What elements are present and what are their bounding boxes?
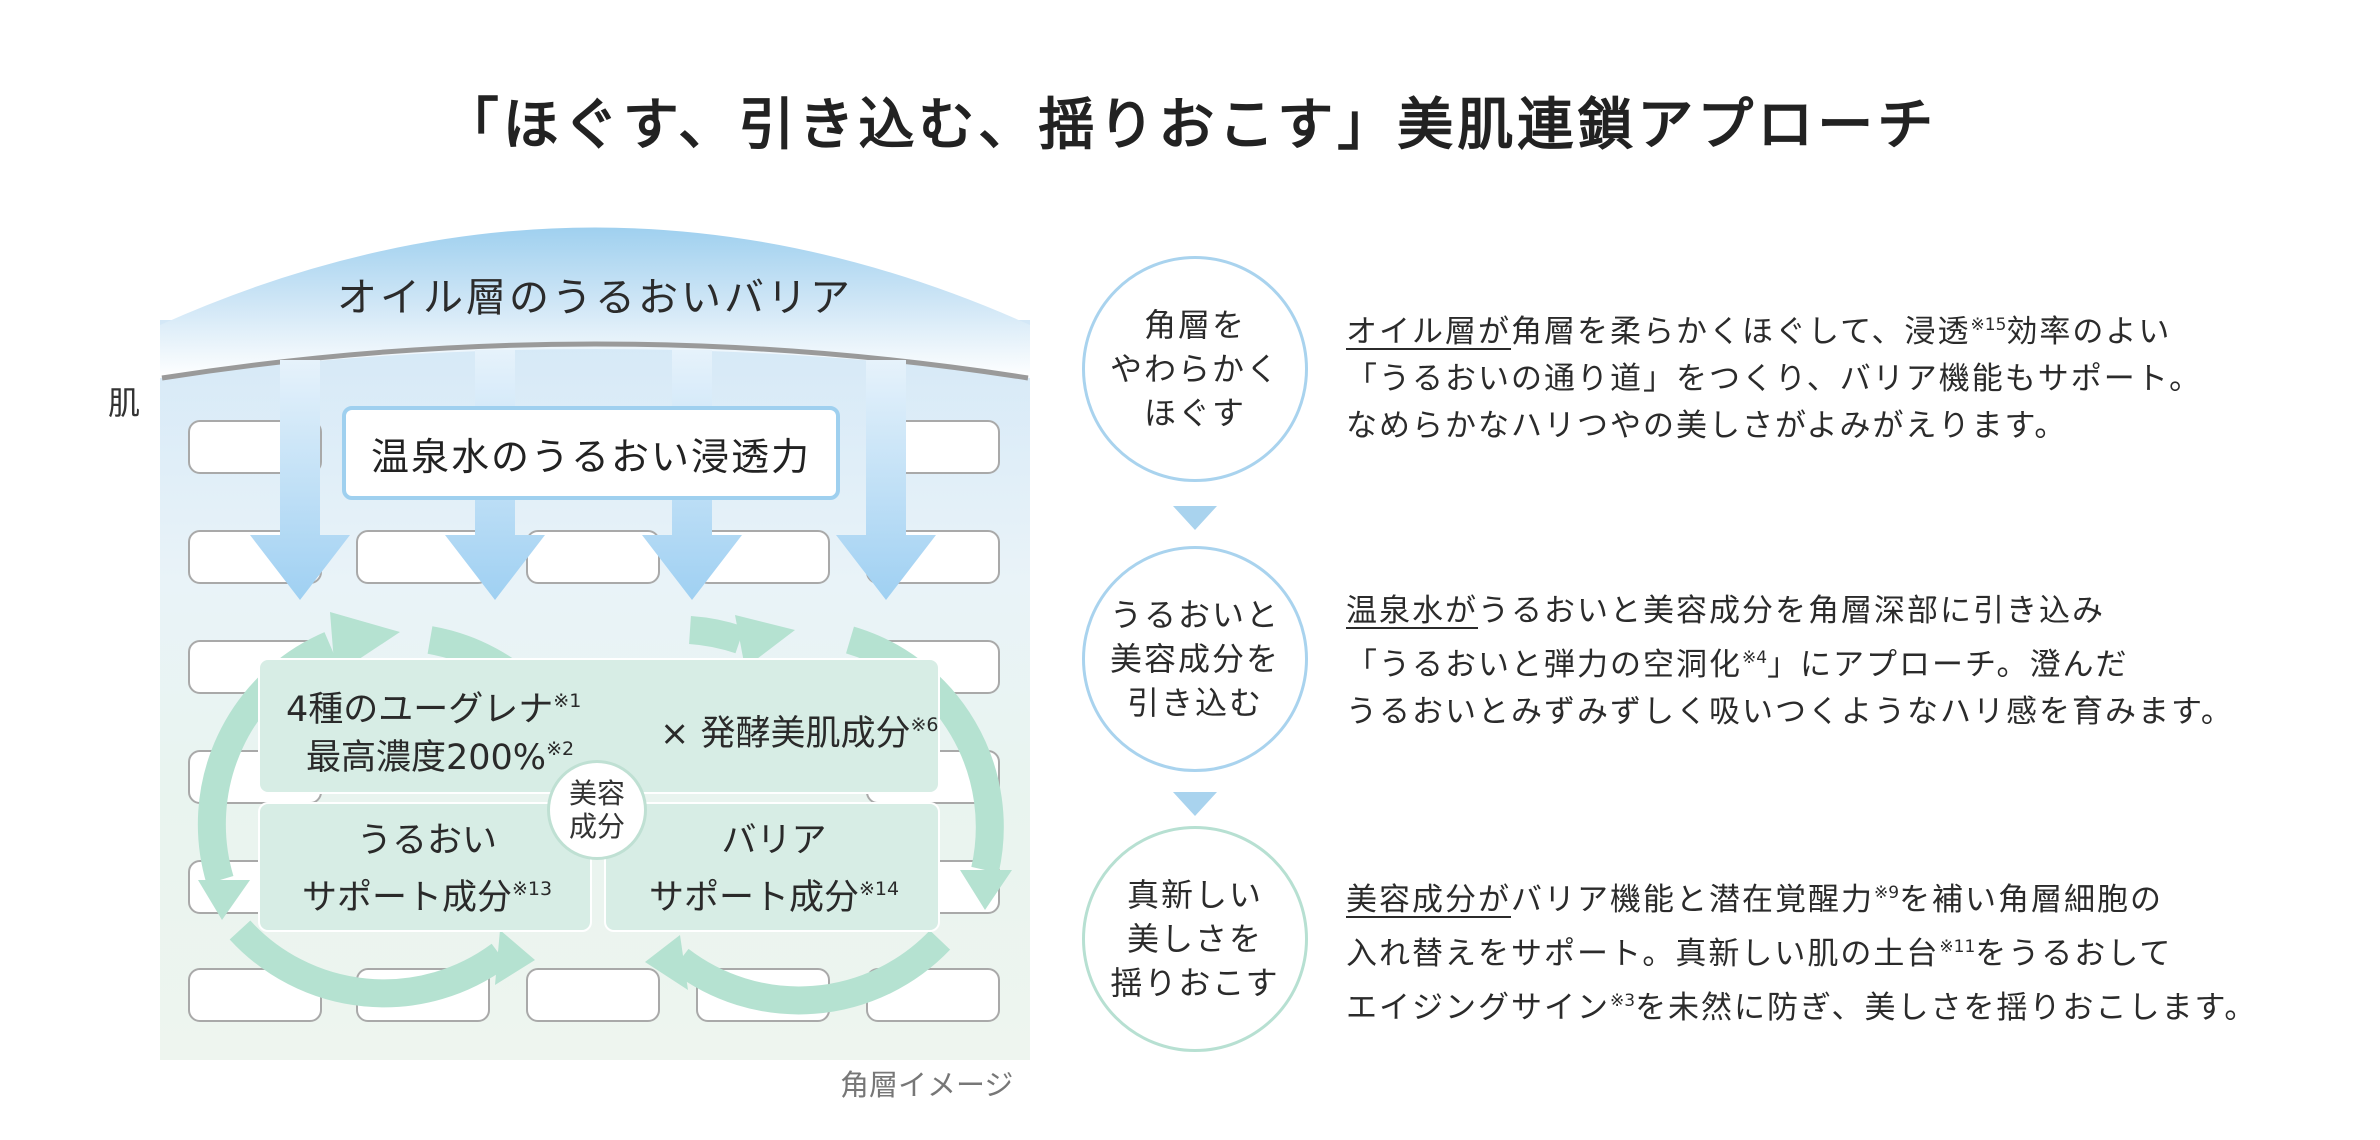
oil-barrier-label: オイル層のうるおいバリア: [337, 275, 853, 321]
skin-label: 肌: [108, 384, 141, 422]
cell: [526, 968, 660, 1022]
step3-description: 美容成分がバリア機能と潜在覚醒力※9を補い角層細胞の 入れ替えをサポート。真新し…: [1346, 882, 2258, 1026]
moisture-line2: サポート成分※13: [301, 878, 553, 918]
down-triangle-icon: [1173, 506, 1217, 530]
step-circle-awaken: 真新しい美しさを揺りおこす: [1082, 826, 1308, 1052]
cell: [356, 530, 490, 584]
onsen-water-box: 温泉水のうるおい浸透力: [342, 406, 840, 500]
down-triangle-icon: [1173, 792, 1217, 816]
barrier-line2: サポート成分※14: [648, 878, 900, 918]
euglena-line1: 4種のユーグレナ※1: [286, 690, 582, 730]
cell: [866, 420, 1000, 474]
cell: [866, 530, 1000, 584]
moisture-support-box: うるおい サポート成分※13: [258, 802, 592, 932]
cell: [526, 530, 660, 584]
cell: [188, 420, 322, 474]
page-title: 「ほぐす、引き込む、揺りおこす」美肌連鎖アプローチ: [442, 93, 1938, 158]
euglena-line2: 最高濃度200%※2: [306, 738, 575, 778]
skin-layer-diagram: [160, 210, 1030, 1060]
barrier-support-box: バリア サポート成分※14: [604, 802, 940, 932]
cell: [696, 530, 830, 584]
ferment-label: × 発酵美肌成分※6: [660, 714, 939, 754]
step2-description: 温泉水がうるおいと美容成分を角層深部に引き込み 「うるおいと弾力の空洞化※4」に…: [1346, 593, 2234, 730]
step-circle-draw-in: うるおいと美容成分を引き込む: [1082, 546, 1308, 772]
cell: [188, 530, 322, 584]
cell: [188, 968, 322, 1022]
cell: [866, 968, 1000, 1022]
barrier-line1: バリア: [721, 821, 827, 861]
cell: [696, 968, 830, 1022]
moisture-line1: うるおい: [356, 821, 497, 861]
cell: [356, 968, 490, 1022]
stratum-caption: 角層イメージ: [840, 1068, 1014, 1102]
step1-description: オイル層が角層を柔らかくほぐして、浸透※15効率のよい 「うるおいの通り道」をつ…: [1346, 314, 2203, 444]
step-circle-loosen: 角層をやわらかくほぐす: [1082, 256, 1308, 482]
beauty-ingredient-circle: 美容成分: [547, 760, 647, 860]
